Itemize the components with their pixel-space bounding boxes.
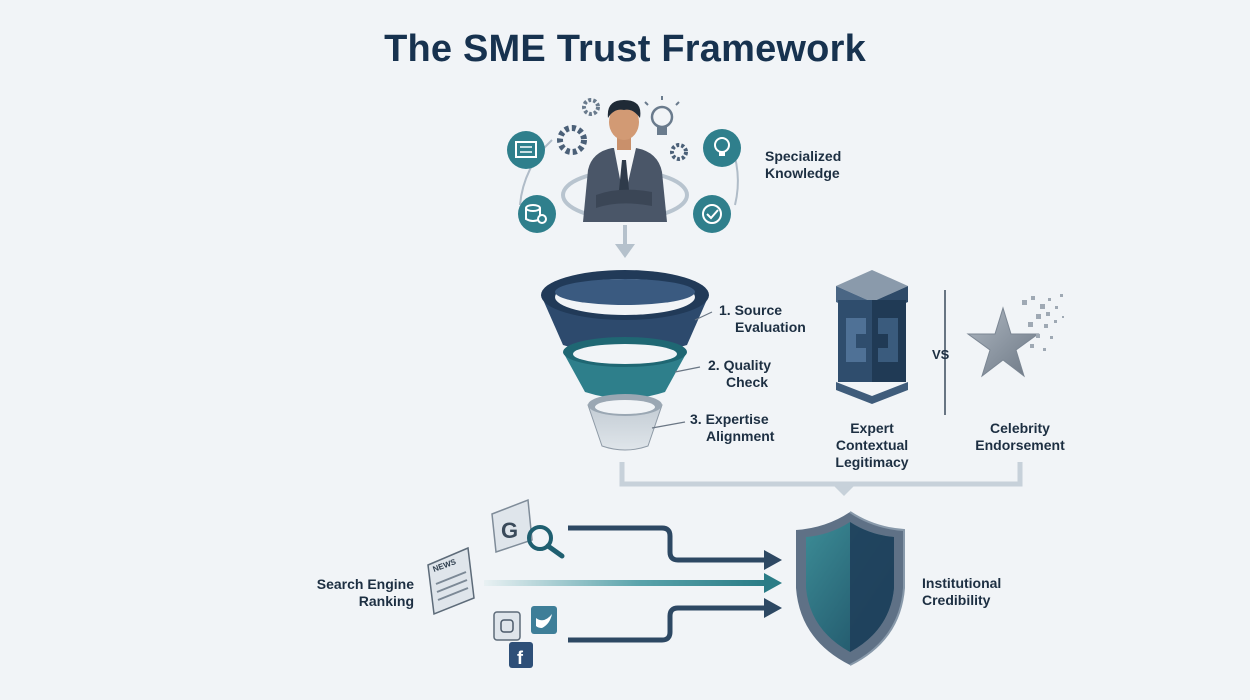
expert-legitimacy-label: Expert Contextual Legitimacy (835, 420, 909, 470)
lightbulb-badge-icon (703, 129, 741, 167)
book-icon (507, 131, 545, 169)
funnel-stage-2-label: 2. Quality Check (708, 357, 772, 390)
evaluation-funnel (541, 270, 713, 451)
search-arrow (568, 525, 766, 563)
vs-label: VS (932, 347, 950, 362)
knowledge-orbit (519, 139, 553, 206)
gear-icon (557, 125, 587, 155)
news-arrow (484, 580, 766, 586)
gear-icon (582, 98, 600, 116)
news-icon: NEWS (427, 546, 475, 616)
database-search-icon (518, 195, 556, 233)
gear-icon (670, 143, 688, 161)
facebook-letter: f (517, 648, 524, 668)
social-media-icon: f (493, 606, 557, 668)
check-badge-icon (693, 195, 731, 233)
search-letter: G (501, 518, 518, 543)
funnel-stage-1-label: 1. Source Evaluation (719, 302, 806, 335)
convergence-bracket (619, 462, 1023, 487)
search-engine-icon: G (491, 498, 565, 559)
specialized-knowledge-label: Specialized Knowledge (765, 148, 842, 181)
shield-icon (796, 511, 905, 666)
expert-cluster (507, 96, 741, 258)
search-engine-ranking-label: Search Engine Ranking (316, 576, 414, 609)
page-title: The SME Trust Framework (384, 28, 866, 70)
expert-person-icon (583, 100, 667, 222)
institutional-credibility-label: Institutional Credibility (922, 575, 1002, 608)
funnel-stage-3 (587, 404, 663, 451)
down-arrow-icon (615, 225, 635, 258)
expert-pillar-icon (836, 270, 908, 404)
lightbulb-icon (644, 96, 680, 135)
celebrity-star-icon (966, 294, 1064, 378)
funnel-stage-3-label: 3. Expertise Alignment (690, 411, 775, 444)
celebrity-endorsement-label: Celebrity Endorsement (975, 420, 1065, 453)
social-arrow (568, 605, 766, 643)
